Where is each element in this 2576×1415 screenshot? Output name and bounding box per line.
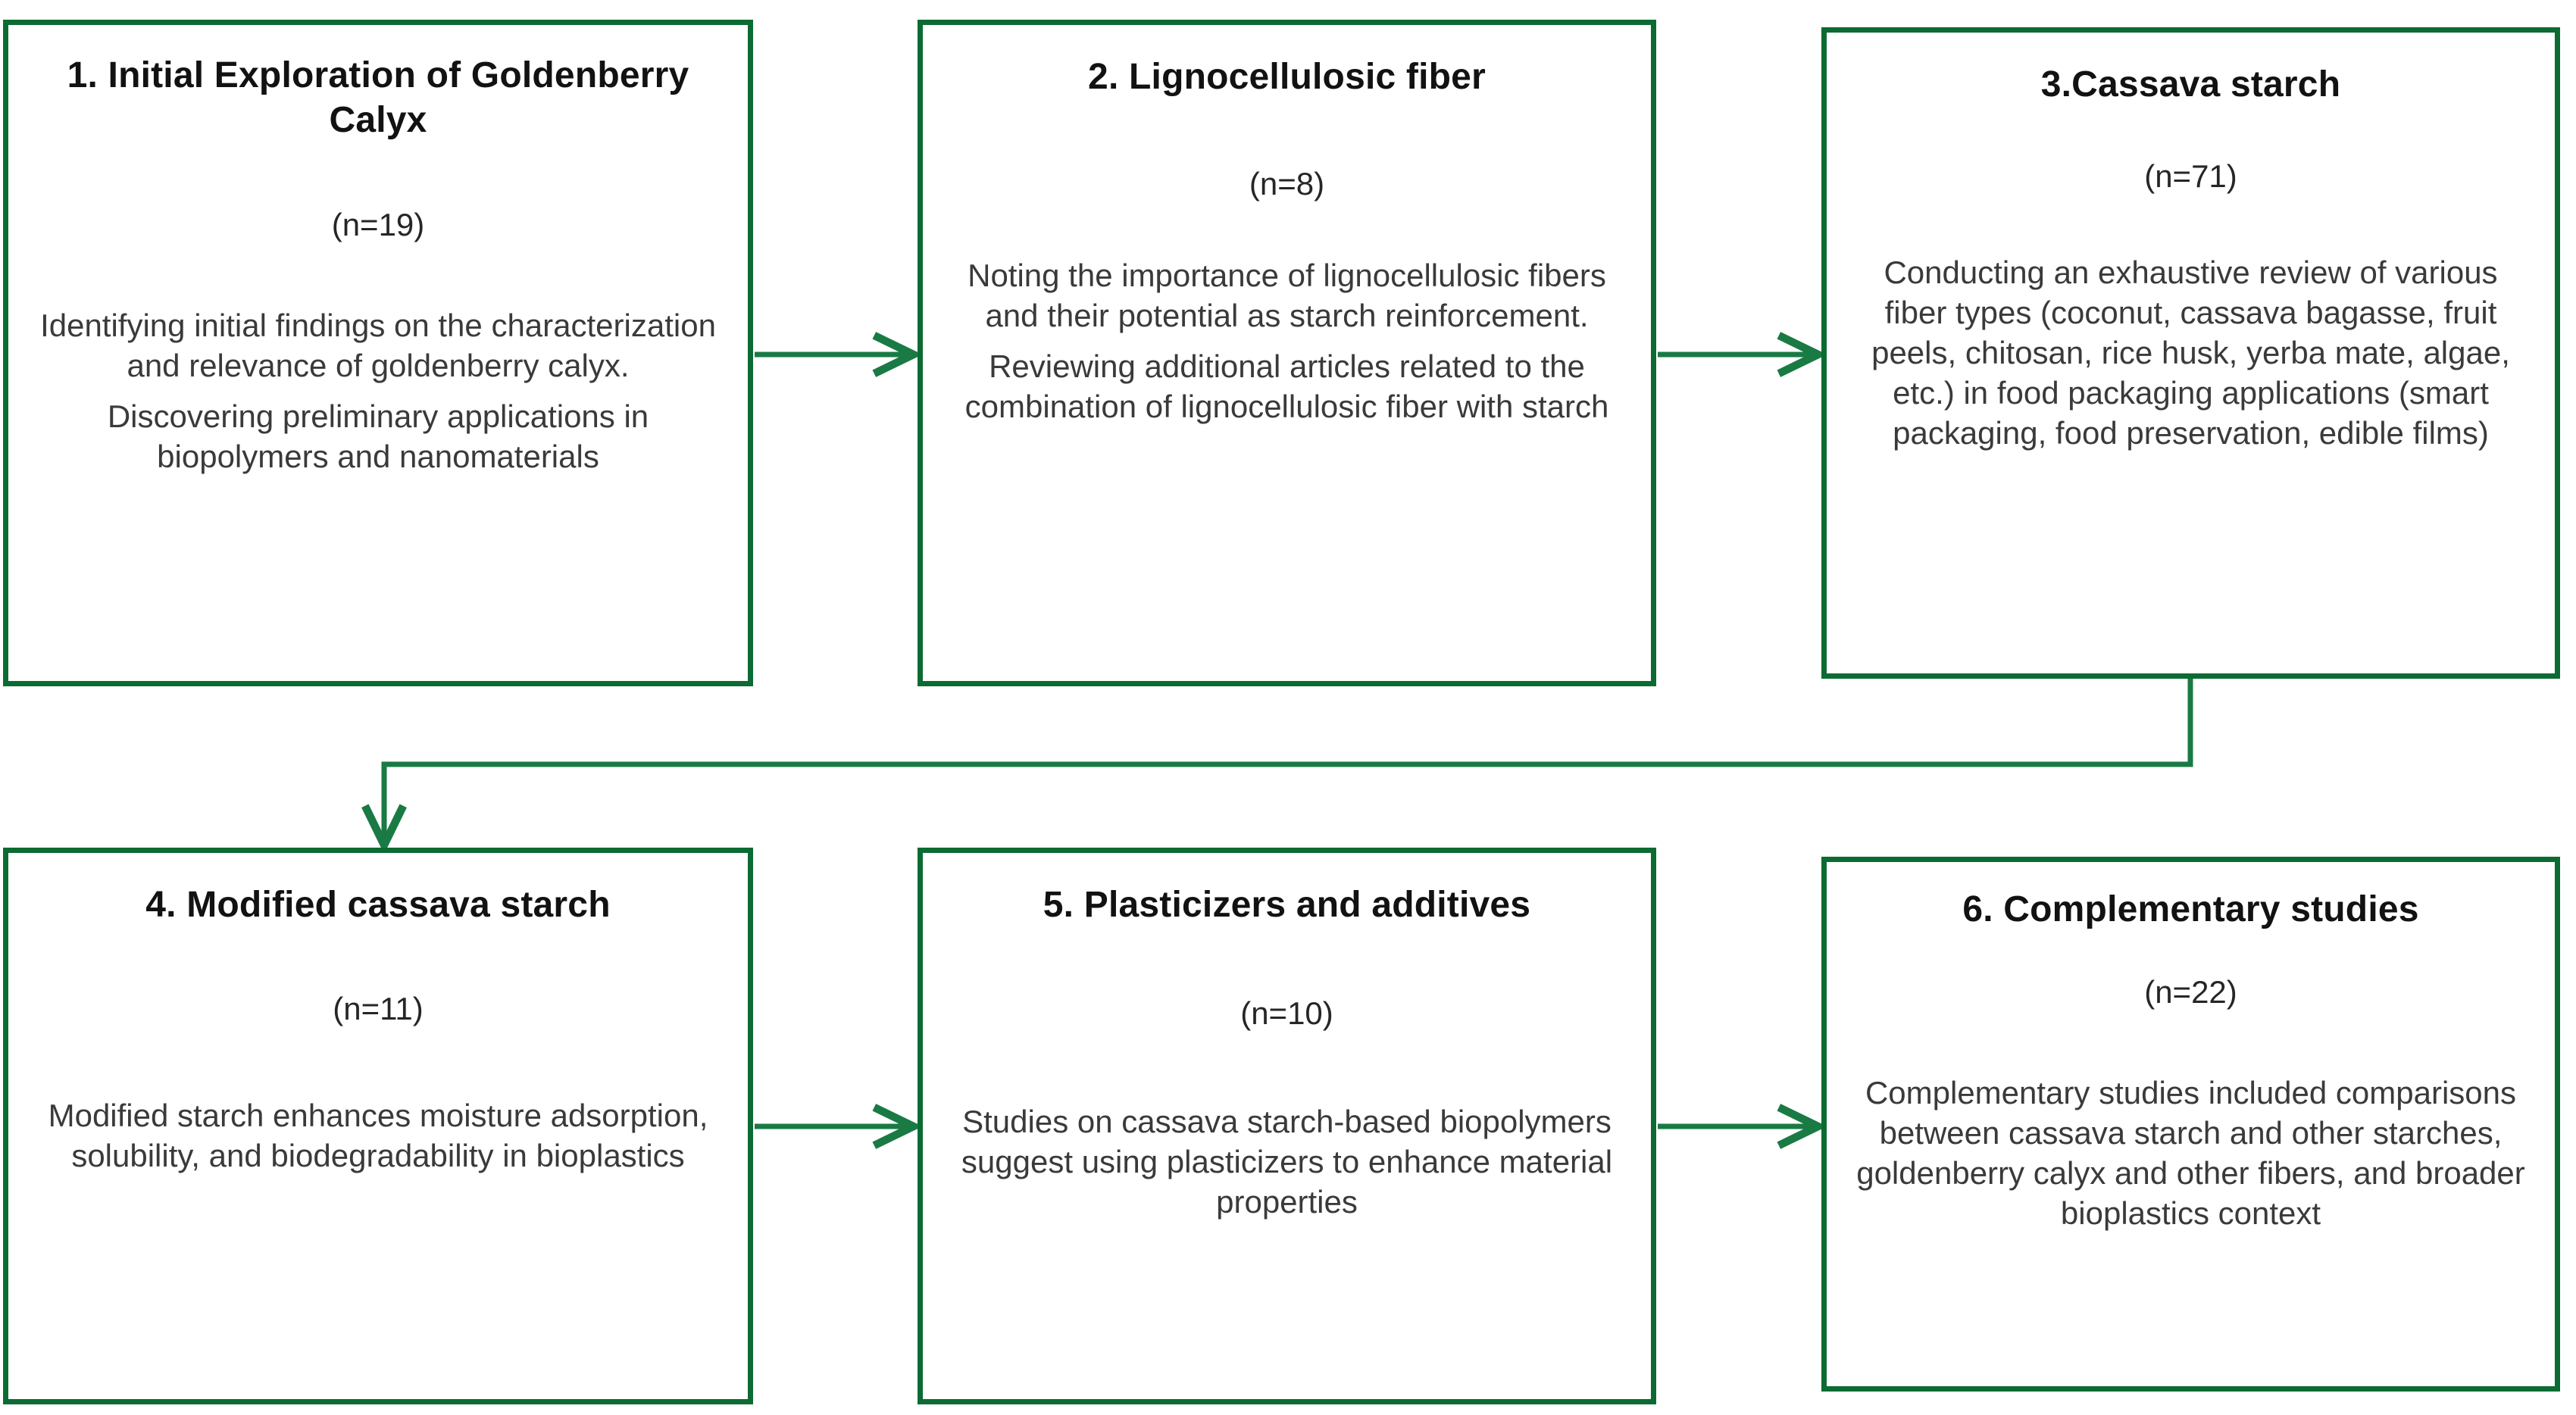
- box-body-line: Reviewing additional articles related to…: [964, 348, 1609, 424]
- flow-box-modified-cassava-starch[interactable]: 4. Modified cassava starch (n=11) Modifi…: [3, 848, 753, 1404]
- box-sample-count: (n=11): [333, 990, 424, 1026]
- box-body-line: Discovering preliminary applications in …: [107, 398, 649, 475]
- box-title: 2. Lignocellulosic fiber: [1088, 57, 1486, 97]
- box-body: Studies on cassava starch-based biopolym…: [923, 1102, 1651, 1223]
- flow-box-lignocellulosic-fiber[interactable]: 2. Lignocellulosic fiber (n=8) Noting th…: [918, 20, 1656, 686]
- box-title: 3.Cassava starch: [2040, 64, 2341, 105]
- box-title: 1. Initial Exploration of Goldenberry Ca…: [67, 55, 689, 140]
- box-sample-count: (n=8): [1249, 165, 1325, 201]
- box-body: Conducting an exhaustive review of vario…: [1827, 253, 2555, 454]
- flow-box-initial-exploration[interactable]: 1. Initial Exploration of Goldenberry Ca…: [3, 20, 753, 686]
- box-body-line: Modified starch enhances moisture adsorp…: [48, 1097, 708, 1173]
- box-sample-count: (n=71): [2144, 158, 2237, 194]
- box-title: 5. Plasticizers and additives: [1043, 885, 1531, 925]
- flow-box-plasticizers-and-additives[interactable]: 5. Plasticizers and additives (n=10) Stu…: [918, 848, 1656, 1404]
- box-body-line: Noting the importance of lignocellulosic…: [968, 257, 1606, 333]
- arrow-box3-to-box4: [384, 679, 2193, 841]
- box-body: Identifying initial findings on the char…: [8, 306, 748, 477]
- box-body-line: Identifying initial findings on the char…: [40, 308, 716, 384]
- box-sample-count: (n=10): [1240, 995, 1333, 1031]
- box-sample-count: (n=22): [2144, 973, 2237, 1010]
- box-body-line: Complementary studies included compariso…: [1856, 1074, 2525, 1231]
- flow-box-cassava-starch[interactable]: 3.Cassava starch (n=71) Conducting an ex…: [1821, 27, 2560, 679]
- box-body-line: Studies on cassava starch-based biopolym…: [961, 1103, 1613, 1220]
- box-title: 4. Modified cassava starch: [145, 885, 611, 925]
- box-body: Complementary studies included compariso…: [1827, 1073, 2555, 1234]
- box-title: 6. Complementary studies: [1962, 889, 2419, 929]
- box-sample-count: (n=19): [331, 207, 425, 243]
- flow-box-complementary-studies[interactable]: 6. Complementary studies (n=22) Compleme…: [1821, 857, 2560, 1392]
- box-body: Noting the importance of lignocellulosic…: [923, 256, 1651, 427]
- box-body: Modified starch enhances moisture adsorp…: [8, 1096, 748, 1176]
- box-body-line: Conducting an exhaustive review of vario…: [1871, 254, 2510, 451]
